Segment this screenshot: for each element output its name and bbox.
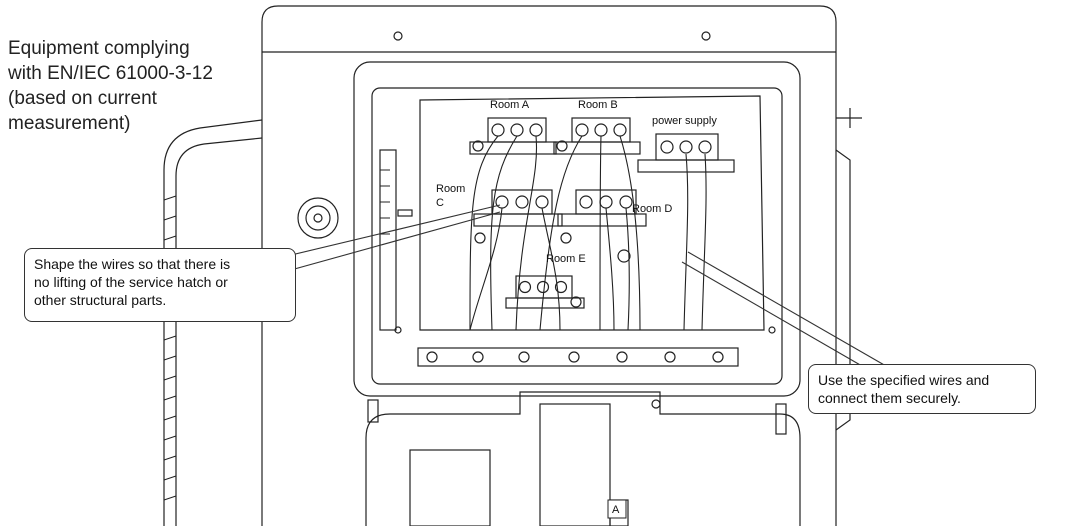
terminal-block-room-d [557,189,647,227]
label-room-a: Room A [490,99,530,111]
side-grille [163,119,263,526]
callout-line: Use the specified wires and [818,372,990,388]
label-room-c-line1: Room [436,183,465,195]
heading-line: with EN/IEC 61000-3-12 [8,63,213,84]
grille-fins [163,195,177,501]
label-room-e: Room E [546,253,586,265]
label-room-c-line2: C [436,197,444,209]
heading-line: (based on current [8,88,157,109]
terminal-block-room-e [505,275,585,309]
side-screw [297,197,339,239]
terminal-block-room-b [553,117,641,155]
terminal-block-room-c [473,189,563,227]
label-power-supply: power supply [652,115,717,127]
top-screw-left [393,31,403,41]
callout-leaders [261,204,887,367]
callout-line: no lifting of the service hatch or [34,274,228,290]
heading-line: measurement) [8,113,131,134]
callout-line: Shape the wires so that there is [34,256,231,272]
inner-frame [353,61,801,397]
ground-bar [417,347,739,367]
label-room-b: Room B [578,99,618,111]
callout-line: other structural parts. [34,292,167,308]
compliance-heading: Equipment complying with EN/IEC 61000-3-… [8,36,268,136]
callout-shape-wires: Shape the wires so that there is no lift… [24,248,296,322]
callout-line: connect them securely. [818,390,961,406]
top-screw-right [701,31,711,41]
wire-bundles [469,135,707,331]
callout-specified-wires: Use the specified wires and connect them… [808,364,1036,414]
unit-housing [261,5,837,526]
label-room-d: Room D [632,203,672,215]
plate-letter: A [612,504,620,516]
heading-line: Equipment complying [8,38,190,59]
terminal-block-power-supply [637,133,735,173]
terminal-panel [419,95,765,331]
